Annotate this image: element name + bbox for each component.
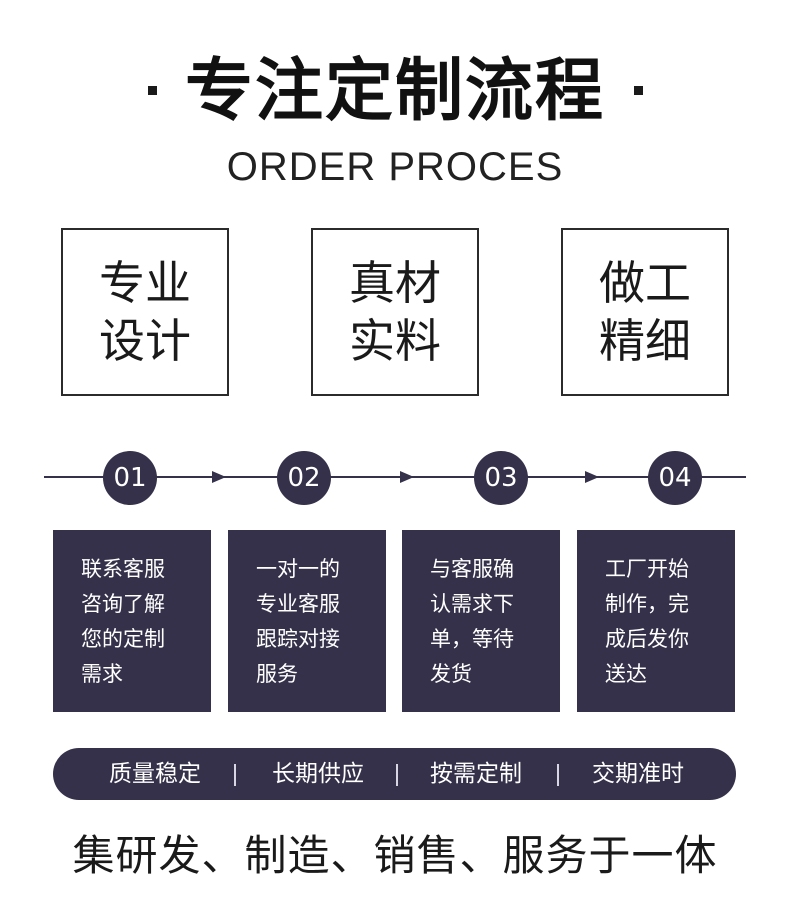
footer-tagline: 集研发、制造、销售、服务于一体 (72, 831, 718, 880)
page-subtitle: ORDER PROCES (226, 145, 564, 189)
title-row: 专注定制流程 (0, 52, 790, 132)
separator (396, 764, 398, 786)
highlight-item: 质量稳定 (109, 761, 201, 787)
feature-text: 专业设计 (99, 256, 191, 368)
step-number-1: 01 (103, 451, 157, 505)
step-box-2: 一对一的专业客服跟踪对接服务 (228, 530, 386, 712)
feature-box-1: 专业设计 (61, 228, 229, 396)
step-description: 工厂开始制作，完成后发你送达 (605, 557, 689, 686)
arrow-right-icon (585, 471, 599, 483)
highlight-item: 按需定制 (430, 761, 522, 787)
highlights-bar: 质量稳定 长期供应 按需定制 交期准时 (53, 748, 736, 800)
timeline-line (44, 476, 746, 478)
feature-box-3: 做工精细 (561, 228, 729, 396)
highlight-item: 交期准时 (592, 761, 684, 787)
separator (234, 764, 236, 786)
arrow-right-icon (212, 471, 226, 483)
step-number-4: 04 (648, 451, 702, 505)
arrow-right-icon (400, 471, 414, 483)
step-box-3: 与客服确认需求下单，等待发货 (402, 530, 560, 712)
page-title: 专注定制流程 (184, 52, 605, 131)
step-description: 与客服确认需求下单，等待发货 (430, 557, 514, 686)
feature-text: 做工精细 (599, 256, 691, 368)
step-box-4: 工厂开始制作，完成后发你送达 (577, 530, 735, 712)
feature-box-2: 真材实料 (311, 228, 479, 396)
step-number-2: 02 (277, 451, 331, 505)
separator (557, 764, 559, 786)
title-dot-right (634, 86, 643, 95)
title-dot-left (148, 86, 157, 95)
step-description: 联系客服咨询了解您的定制需求 (81, 557, 165, 686)
highlight-item: 长期供应 (272, 761, 364, 787)
step-number-3: 03 (474, 451, 528, 505)
step-description: 一对一的专业客服跟踪对接服务 (256, 557, 340, 686)
step-box-1: 联系客服咨询了解您的定制需求 (53, 530, 211, 712)
feature-text: 真材实料 (349, 256, 441, 368)
